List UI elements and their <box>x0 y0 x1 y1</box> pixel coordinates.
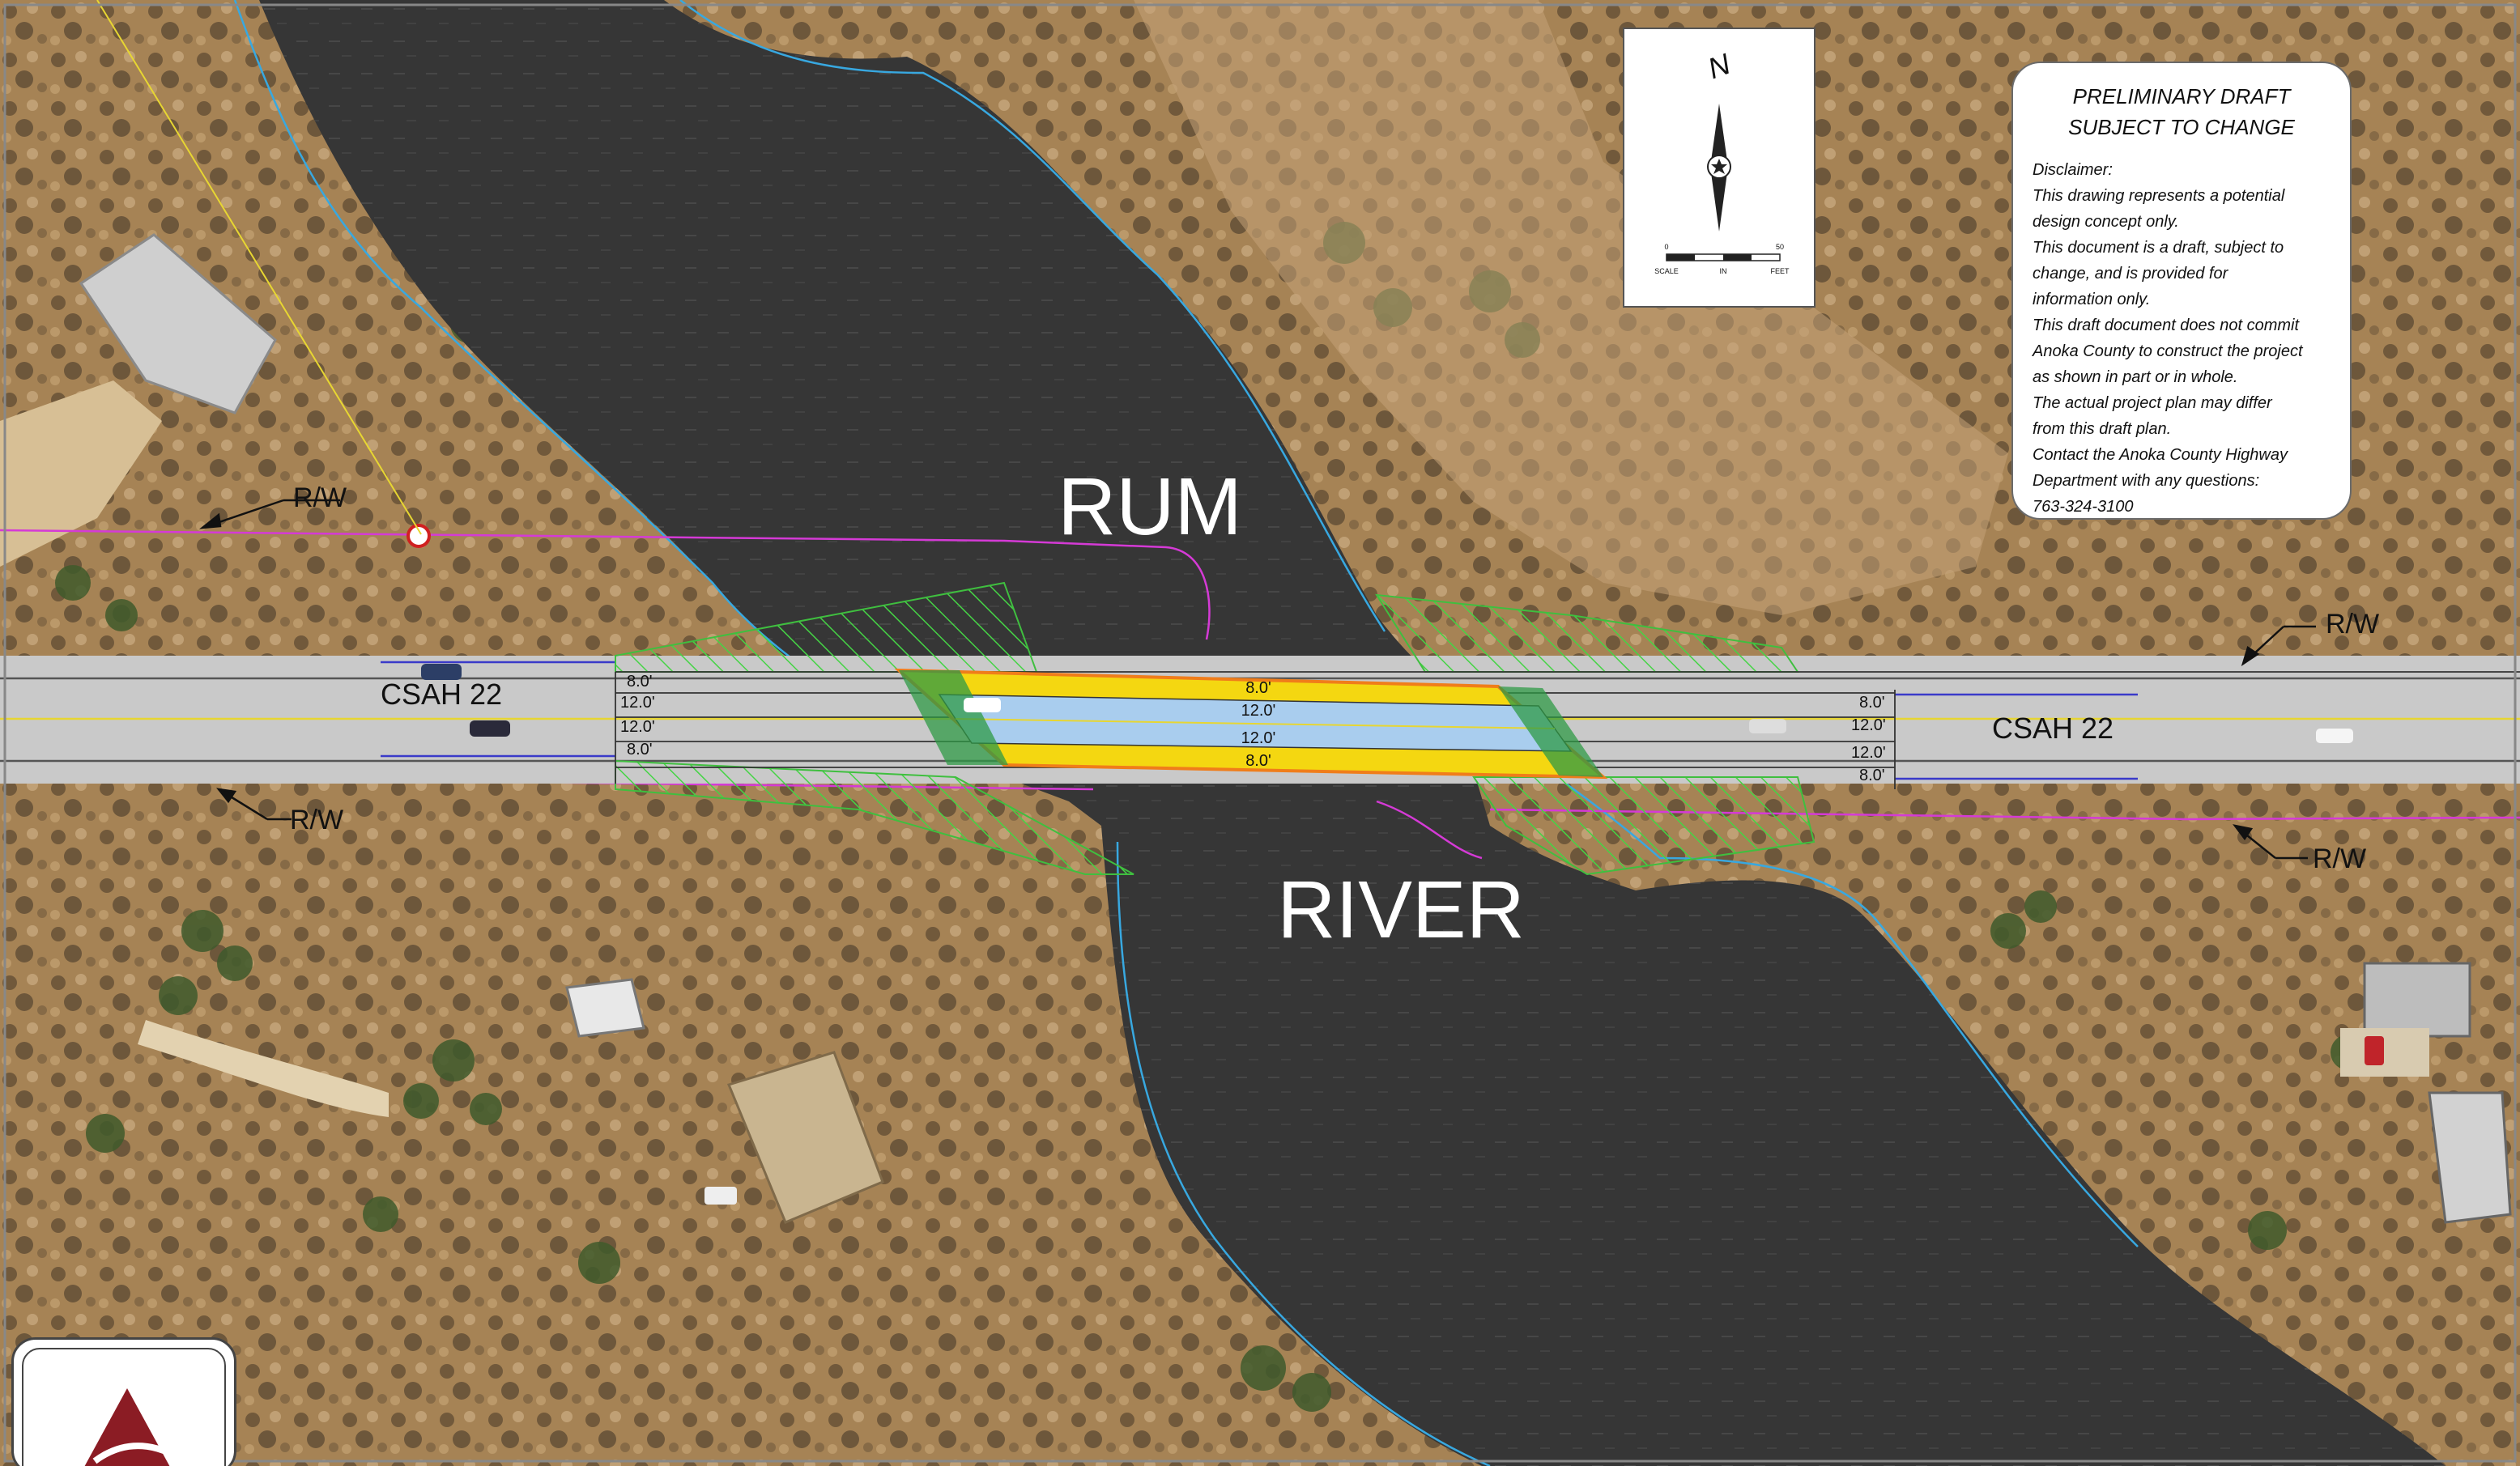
draft-notice-line-2: SUBJECT TO CHANGE <box>2068 115 2295 139</box>
disclaimer-line: Department with any questions: <box>2033 472 2260 490</box>
disclaimer-line: information only. <box>2033 291 2151 308</box>
scale-start-label: 0 <box>1664 243 1668 251</box>
lane-width-west-2: 12.0' <box>620 694 655 712</box>
disclaimer-line: from this draft plan. <box>2033 420 2172 438</box>
disclaimer-line: This drawing represents a potential <box>2033 187 2285 205</box>
river-label-rum: RUM <box>1058 461 1242 552</box>
lane-width-bridge-1: 8.0' <box>1245 679 1271 697</box>
road-label-west: CSAH 22 <box>381 678 502 711</box>
right-of-way-arrows <box>96 0 2316 860</box>
rw-label-se: R/W <box>2313 843 2366 874</box>
north-arrow-graphic: N 0 50 SCALE IN FEET <box>1654 46 1790 275</box>
logo-frame <box>22 1348 226 1466</box>
disclaimer-line: change, and is provided for <box>2033 265 2228 283</box>
disclaimer-line: 763-324-3100 <box>2033 498 2134 516</box>
disclaimer-line: design concept only. <box>2033 213 2179 231</box>
disclaimer-line: Anoka County to construct the project <box>2033 342 2303 360</box>
disclaimer-line: The actual project plan may differ <box>2033 394 2272 412</box>
agency-logo-panel <box>11 1337 236 1466</box>
clearing <box>0 380 162 567</box>
scale-caption-left: SCALE <box>1654 267 1679 275</box>
buildings <box>79 233 2512 1224</box>
lane-width-bridge-2: 12.0' <box>1241 702 1276 720</box>
lane-width-east-4: 8.0' <box>1859 767 1885 784</box>
scale-end-label: 50 <box>1776 243 1784 251</box>
scale-caption-right: FEET <box>1770 267 1790 275</box>
disclaimer-line: as shown in part or in whole. <box>2033 368 2238 386</box>
rw-label-nw: R/W <box>293 482 347 513</box>
proposed-bridge <box>894 668 1608 780</box>
rw-label-sw: R/W <box>290 805 343 835</box>
disclaimer-line: This draft document does not commit <box>2033 317 2300 334</box>
lane-width-east-3: 12.0' <box>1851 744 1886 762</box>
lane-width-bridge-4: 8.0' <box>1245 752 1271 770</box>
river-label-river: RIVER <box>1277 865 1525 955</box>
disclaimer-line: This document is a draft, subject to <box>2033 239 2284 257</box>
lane-width-east-1: 8.0' <box>1859 694 1885 712</box>
lane-width-west-4: 8.0' <box>627 741 653 758</box>
draft-notice-line-1: PRELIMINARY DRAFT <box>2072 84 2291 108</box>
vehicles <box>421 664 2384 1205</box>
road-label-east: CSAH 22 <box>1992 712 2113 745</box>
disclaimer-line: Disclaimer: <box>2033 161 2113 179</box>
scale-caption-mid: IN <box>1720 267 1727 275</box>
north-arrow-panel: N 0 50 SCALE IN FEET <box>1623 28 1816 308</box>
north-glyph: N <box>1704 46 1735 85</box>
lane-width-west-1: 8.0' <box>627 673 653 691</box>
disclaimer-text: Disclaimer: This drawing represents a po… <box>2033 157 2331 520</box>
disclaimer-line: Contact the Anoka County Highway <box>2033 446 2288 464</box>
trail <box>138 1020 389 1117</box>
disclaimer-panel: PRELIMINARY DRAFT SUBJECT TO CHANGE Disc… <box>2011 62 2352 520</box>
sheet-border <box>3 3 2517 1463</box>
rw-label-ne: R/W <box>2326 609 2379 640</box>
agency-logo-icon <box>84 1388 186 1466</box>
lane-width-west-3: 12.0' <box>620 718 655 736</box>
lane-width-east-2: 12.0' <box>1851 716 1886 734</box>
open-field <box>1134 0 2008 615</box>
draft-notice: PRELIMINARY DRAFT SUBJECT TO CHANGE <box>2033 81 2331 142</box>
lane-width-bridge-3: 12.0' <box>1241 729 1276 747</box>
